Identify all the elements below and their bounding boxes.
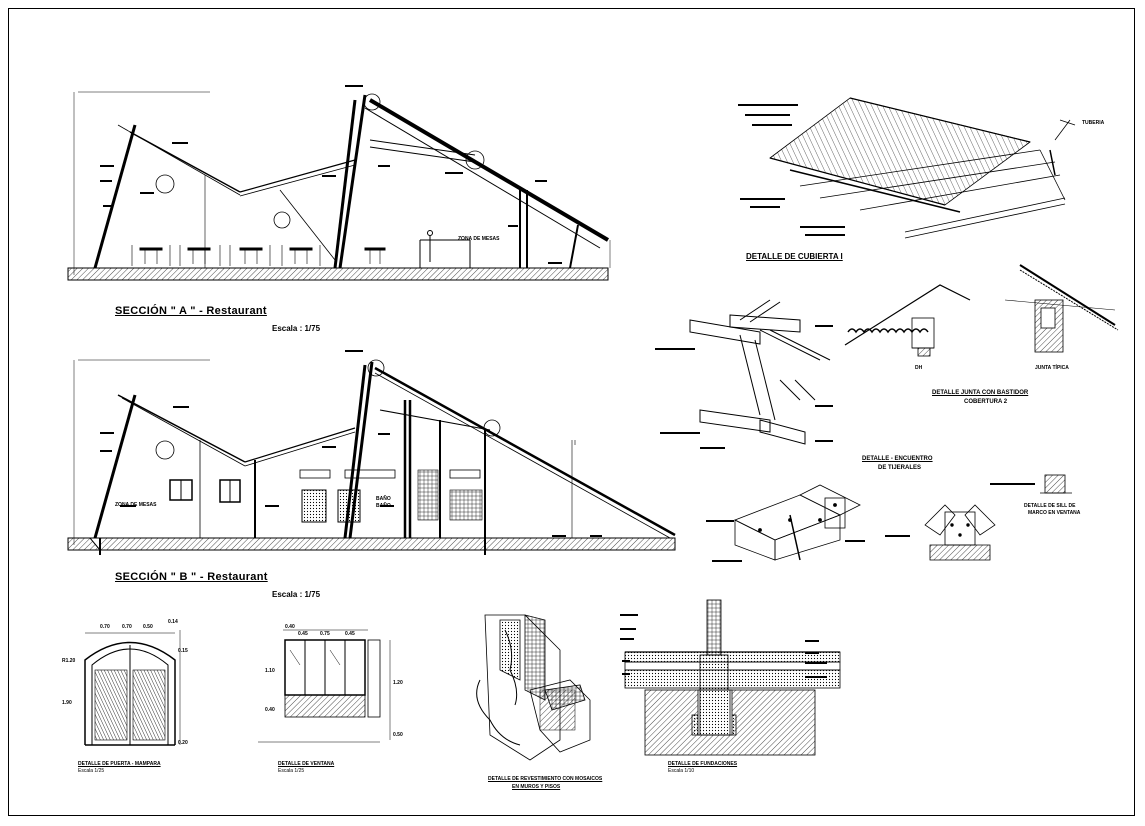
foundation-detail-title: DETALLE DE FUNDACIONES (668, 761, 738, 767)
mosaic-detail-drawing (476, 614, 591, 761)
window-dim-side-4: 0.50 (393, 732, 403, 738)
foundation-detail-scale: Escala 1/10 (668, 768, 695, 774)
door-dim-side-3: 0.15 (178, 648, 188, 654)
window-dim-side-3: 1.20 (393, 680, 403, 686)
roof-detail-1-drawing (769, 97, 1076, 239)
junta-title-2: COBERTURA 2 (964, 399, 1008, 405)
section-b-bath-label-2: BAÑO (376, 503, 391, 509)
sill-title-2: MARCO EN VENTANA (1028, 510, 1081, 516)
window-detail-drawing (258, 629, 391, 743)
section-b-drawing (67, 359, 676, 555)
tijerales-annotations (655, 325, 833, 449)
section-a-title: SECCIÓN " A " - Restaurant (115, 305, 267, 317)
door-dim-side-4: 0.20 (178, 740, 188, 746)
junta-detail-drawing (844, 264, 1119, 357)
window-detail-scale: Escala 1/25 (278, 768, 305, 774)
door-dim-top-3: 0.50 (143, 624, 153, 630)
junta-title-1: DETALLE JUNTA CON BASTIDOR (932, 390, 1029, 396)
sill-title-1: DETALLE DE SILL DE (1024, 503, 1076, 509)
roof-detail-1-label: TUBERIA (1082, 120, 1105, 126)
junta-sub-left: DH (915, 365, 923, 371)
section-b-annotations (100, 350, 602, 537)
section-a-annotations (100, 85, 562, 264)
door-dim-top-1: 0.70 (100, 624, 110, 630)
door-detail-drawing (84, 630, 181, 746)
door-dim-top-2: 0.70 (122, 624, 132, 630)
window-dim-top-4: 0.45 (345, 631, 355, 637)
window-dim-top-2: 0.45 (298, 631, 308, 637)
window-dim-side-2: 0.40 (265, 707, 275, 713)
sheet-frame (8, 8, 1135, 816)
section-b-scale: Escala : 1/75 (272, 590, 321, 599)
roof-detail-1-annotations (738, 104, 845, 236)
window-dim-top-3: 0.75 (320, 631, 330, 637)
window-dim-top-1: 0.40 (285, 624, 295, 630)
roof-detail-1-title: DETALLE DE CUBIERTA I (746, 252, 843, 261)
connector-annotations (706, 483, 1035, 562)
section-a-zone-label: ZONA DE MESAS (458, 236, 500, 242)
section-a-furniture (131, 245, 381, 266)
mosaic-detail-title-2: EN MUROS Y PISOS (512, 784, 561, 790)
section-b-title: SECCIÓN " B " - Restaurant (115, 571, 268, 583)
section-b-bath-label-1: BAÑO (376, 496, 391, 502)
window-detail-title: DETALLE DE VENTANA (278, 761, 335, 767)
tijerales-title-1: DETALLE - ENCUENTRO (862, 456, 933, 462)
tijerales-title-2: DE TIJERALES (878, 465, 922, 471)
door-dim-side-2: 1.90 (62, 700, 72, 706)
window-dim-side-1: 1.10 (265, 668, 275, 674)
section-a-scale: Escala : 1/75 (272, 324, 321, 333)
foundation-detail-drawing (624, 599, 841, 756)
door-dim-side-1: R1.20 (62, 658, 76, 664)
door-detail-scale: Escala 1/25 (78, 768, 105, 774)
section-a-drawing (67, 91, 611, 281)
mosaic-detail-title-1: DETALLE DE REVESTIMIENTO CON MOSAICOS (488, 776, 603, 782)
tijerales-detail-drawing (689, 299, 831, 445)
section-b-zone-label: ZONA DE MESAS (115, 502, 157, 508)
foundation-annotations (620, 614, 827, 678)
connector-detail-drawing (734, 474, 1072, 561)
junta-sub-right: JUNTA TÍPICA (1035, 365, 1069, 371)
door-dim-top-4: 0.14 (168, 619, 178, 625)
door-detail-title: DETALLE DE PUERTA - MAMPARA (78, 761, 161, 767)
